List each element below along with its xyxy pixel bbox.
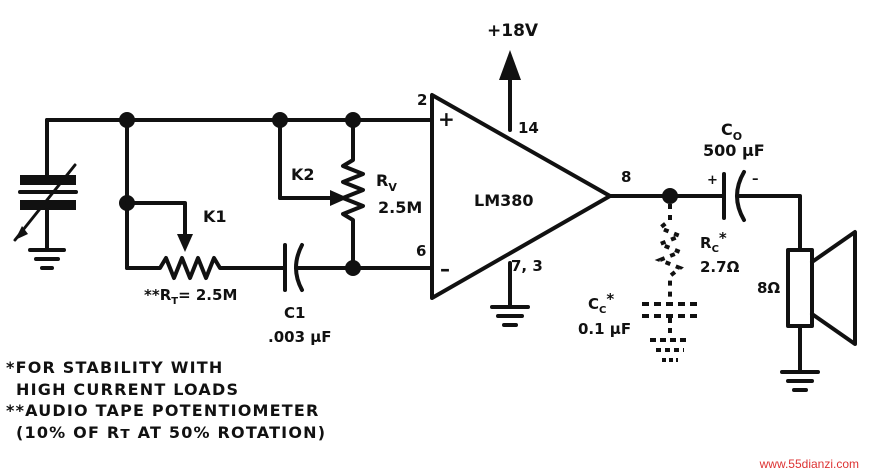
k2-label: K2 [291,165,315,184]
minus-input-sign: – [440,257,450,281]
pin-2-label: 2 [417,91,427,109]
pin-7-3-label: 7, 3 [511,257,543,275]
ground-symbol-speaker [780,370,820,392]
k1-label: K1 [203,207,227,226]
ground-symbol-input [28,248,66,270]
pin-8-label: 8 [621,168,631,186]
cc-label: CC* [588,290,614,316]
co-plus-sign: + [707,173,718,188]
rc-resistor [654,204,686,300]
rc-value: 2.7Ω [700,258,740,276]
plus-input-sign: + [438,107,455,131]
ground-symbol-cc [650,338,690,362]
note-line: **AUDIO TAPE POTENTIOMETER [6,401,320,420]
co-label: CO [721,120,742,143]
c1-value: .003 μF [268,328,332,346]
rc-label: RC* [700,229,727,255]
cc-capacitor [642,302,700,338]
co-value: 500 μF [703,141,765,160]
pin-6-label: 6 [416,242,426,260]
rv-value: 2.5M [378,198,422,217]
c1-label: C1 [284,304,305,322]
k2-wiper-arrow [330,190,348,206]
speaker-icon [786,230,857,372]
note-line: *FOR STABILITY WITH [6,358,224,377]
speaker-value: 8Ω [757,279,780,297]
rt-potentiometer [125,256,287,280]
rv-potentiometer [341,118,365,270]
lm380-name: LM380 [474,191,534,210]
site-watermark: www.55dianzi.com [759,457,859,471]
supply-arrow [499,50,521,132]
note-line: (10% OF Rᴛ AT 50% ROTATION) [16,422,327,442]
junction-dot [662,188,678,204]
note-line: HIGH CURRENT LOADS [16,379,240,399]
rv-label: RV [376,171,397,194]
pin-14-label: 14 [518,119,539,137]
co-minus-sign: – [752,172,759,187]
footnotes: *FOR STABILITY WITH HIGH CURRENT LOADS *… [6,357,326,443]
lm380-amplifier [430,93,612,300]
phono-cartridge [13,118,78,250]
junction-dot [345,260,361,276]
supply-label: +18V [487,21,539,41]
cc-value: 0.1 μF [578,320,631,338]
ground-symbol-ic [490,305,530,327]
c1-capacitor [283,243,434,292]
co-capacitor [722,170,802,252]
k1-wiper-arrow [177,234,193,252]
rt-label: **RT= 2.5M [144,286,237,307]
